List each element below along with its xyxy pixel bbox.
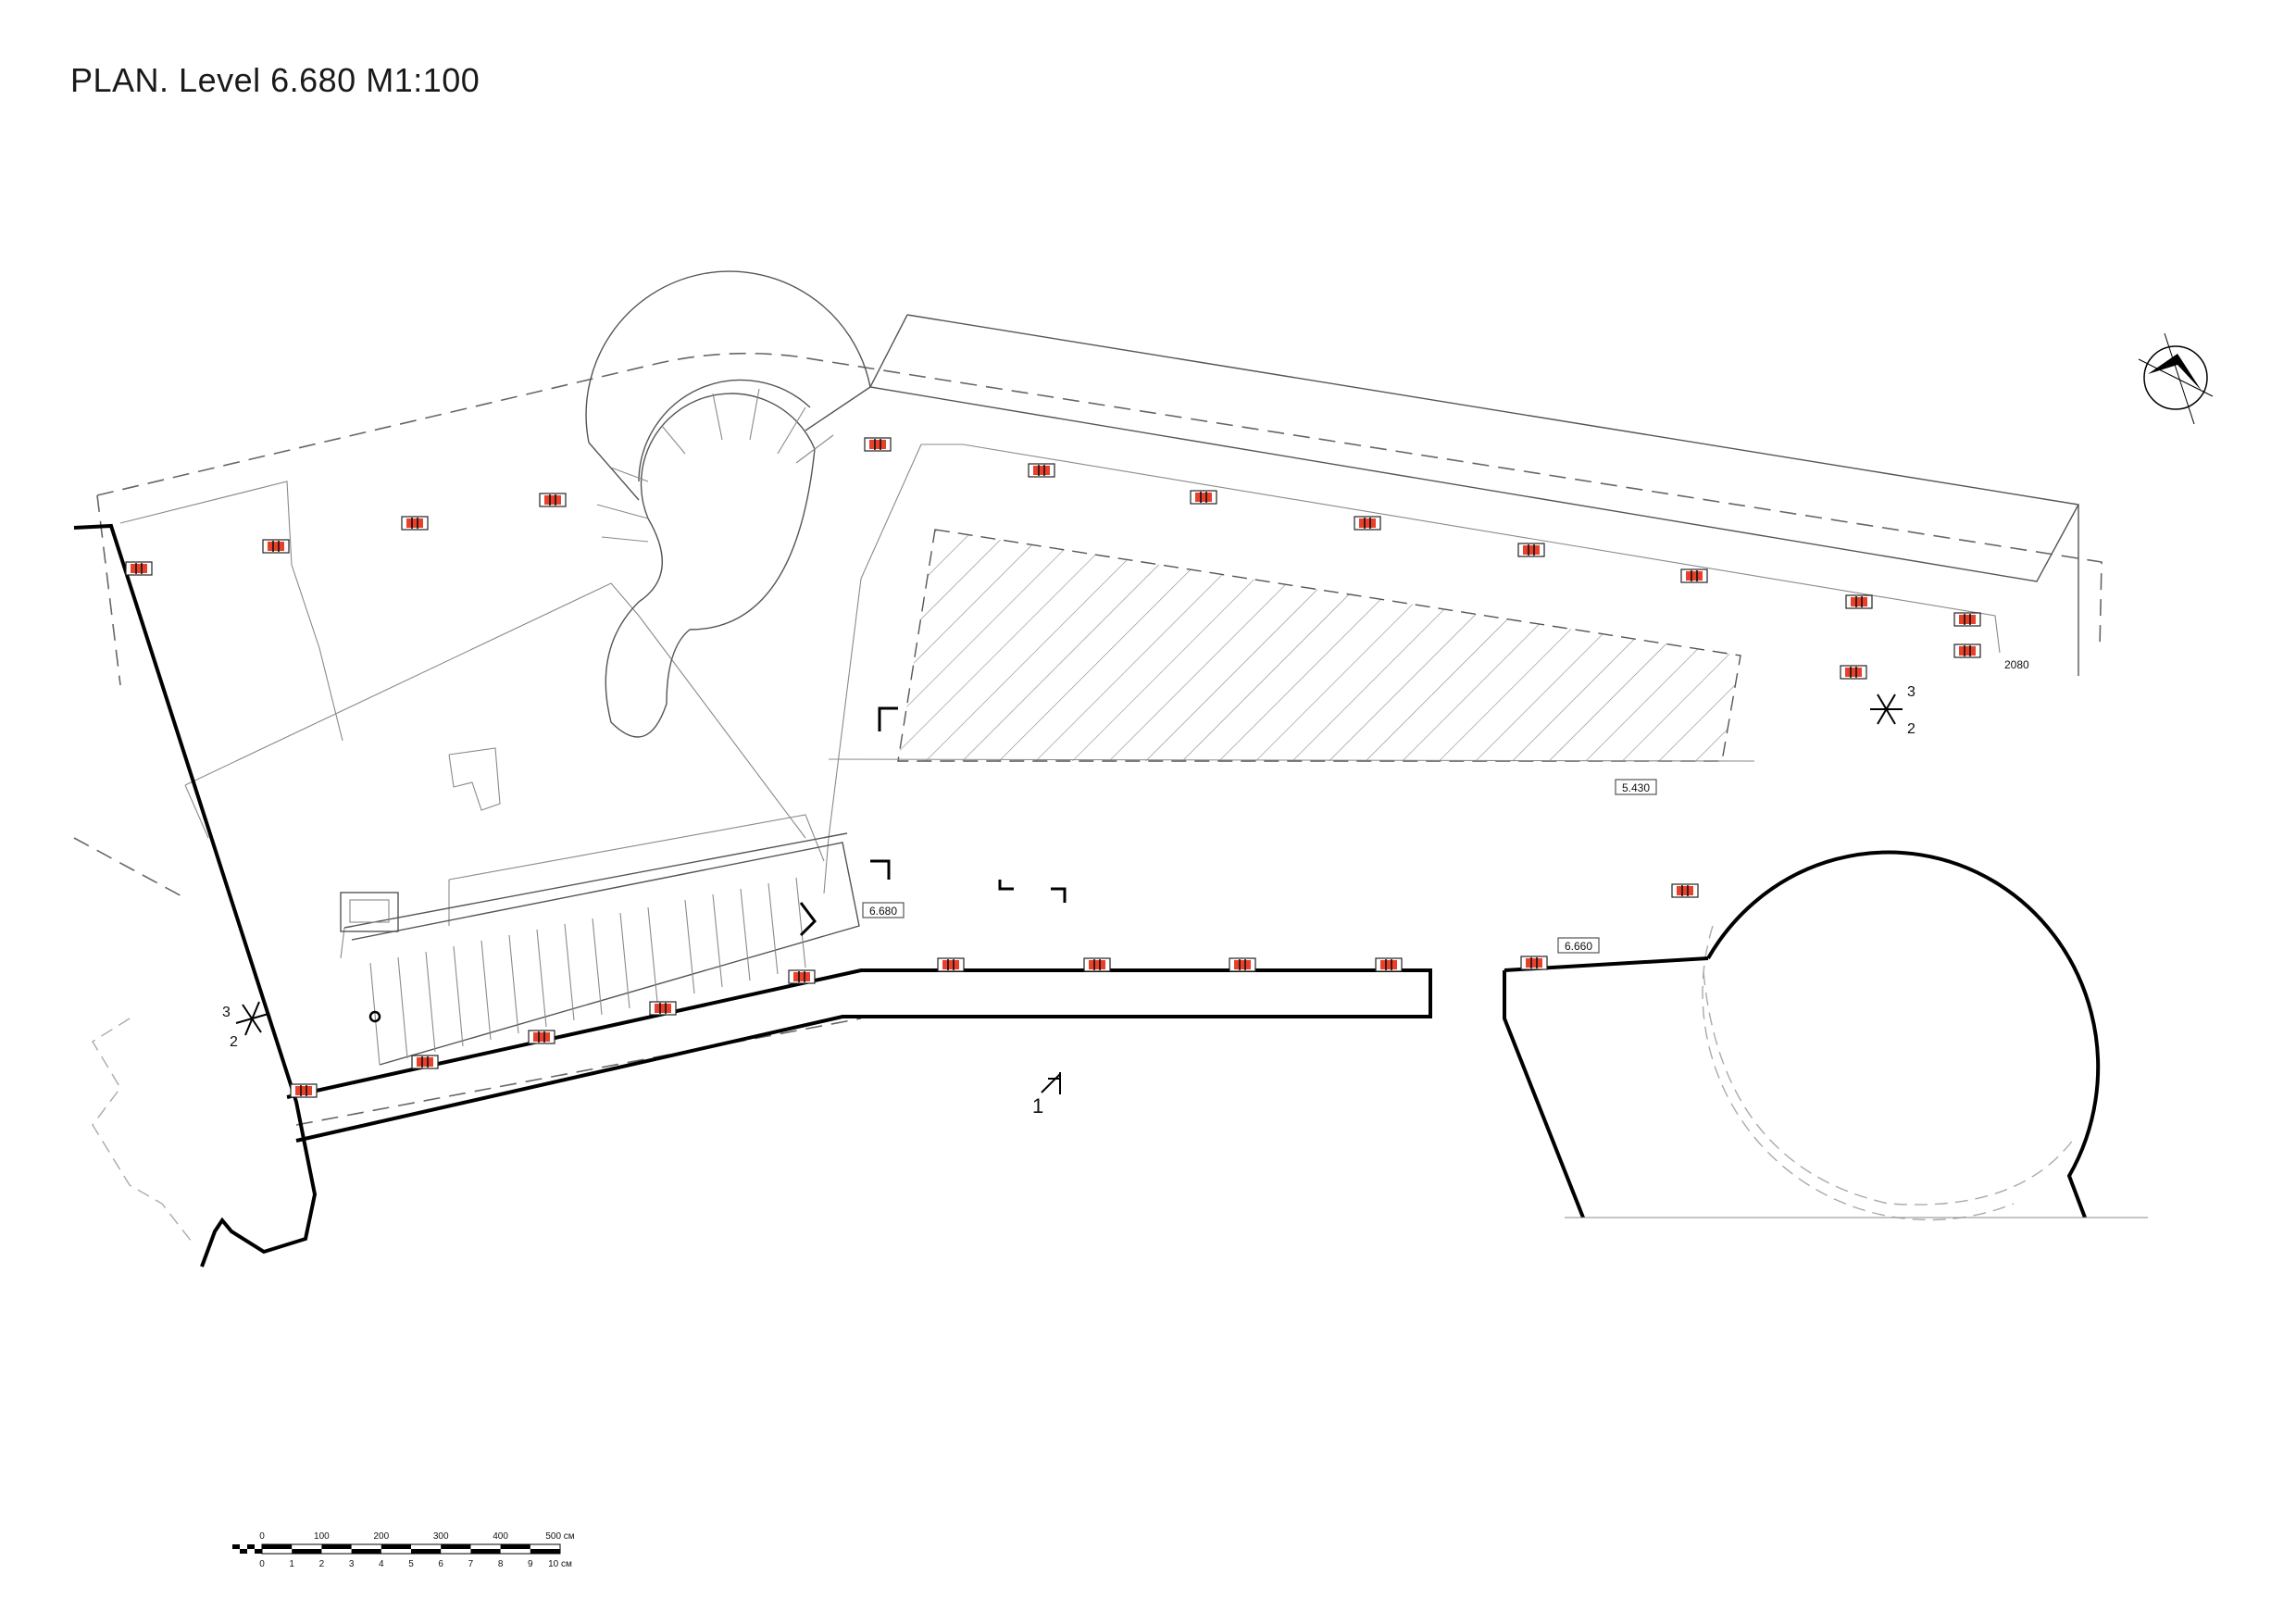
plan-title: PLAN. Level 6.680 M1:100 xyxy=(70,61,480,99)
scale-bar-top-label: 300 xyxy=(433,1531,449,1542)
light-fixture-icon xyxy=(788,969,816,984)
light-fixture-icon xyxy=(1517,543,1545,557)
light-fixture-icon xyxy=(1953,643,1981,658)
section-marker-west: 3 2 xyxy=(222,1001,269,1050)
level-tag-east: 6.660 xyxy=(1557,937,1600,954)
section-east-label-2: 2 xyxy=(1907,721,1915,737)
light-fixture-icon xyxy=(1953,612,1981,627)
light-fixture-icon xyxy=(1680,568,1708,583)
scale-bar-bottom-label: 1 xyxy=(289,1559,294,1569)
light-fixtures xyxy=(125,437,1981,1098)
section-marker-east: 3 2 xyxy=(1870,684,1915,737)
dimension-text: 2080 xyxy=(2004,658,2029,671)
scale-bar-subsegment xyxy=(247,1544,255,1549)
level-main-text: 6.680 xyxy=(869,905,897,918)
light-fixture-icon xyxy=(1375,957,1403,972)
spiral-stair-tower xyxy=(585,270,871,738)
light-fixture-icon xyxy=(1190,490,1217,505)
scale-bar-top-label: 400 xyxy=(493,1531,508,1542)
level-tag-lower: 5.430 xyxy=(1615,779,1657,795)
light-fixture-icon xyxy=(1229,957,1256,972)
scale-bar-segment xyxy=(262,1544,293,1549)
scale-bar-segment xyxy=(321,1544,352,1549)
light-fixture-icon xyxy=(539,493,567,507)
light-fixture-icon xyxy=(864,437,892,452)
roof-outline xyxy=(805,314,2079,894)
light-fixture-icon xyxy=(401,516,429,531)
light-fixture-icon xyxy=(1840,665,1867,680)
light-fixture-icon xyxy=(1520,956,1548,970)
scale-bar-bottom-label: 6 xyxy=(438,1559,443,1569)
scale-bar-bottom-label: 9 xyxy=(528,1559,533,1569)
scale-bar-bottom-label: 0 xyxy=(259,1559,265,1569)
section-east-label-3: 3 xyxy=(1907,684,1915,700)
light-fixture-icon xyxy=(1028,463,1055,478)
hatched-zone xyxy=(897,529,1741,762)
section-west-label-2: 2 xyxy=(230,1034,238,1050)
scale-bar-bottom-label: 5 xyxy=(408,1559,414,1569)
scale-bar-segment xyxy=(351,1549,381,1554)
scale-bar-top-label: 0 xyxy=(259,1531,265,1542)
level-lower-text: 5.430 xyxy=(1622,781,1650,794)
scale-bar-bottom-label: 4 xyxy=(379,1559,384,1569)
scale-bar-subsegment xyxy=(232,1544,240,1549)
section-1-label: 1 xyxy=(1032,1094,1043,1118)
north-arrow-icon xyxy=(2138,332,2214,425)
scale-bar-top-label: 200 xyxy=(373,1531,389,1542)
scale-bar-subsegment xyxy=(255,1549,262,1554)
light-fixture-icon xyxy=(125,561,153,576)
scale-bar-segment xyxy=(292,1549,322,1554)
section-marker-1: 1 xyxy=(1032,1072,1061,1118)
scale-bar-bottom-label: 2 xyxy=(319,1559,325,1569)
scale-bar-segment xyxy=(441,1544,471,1549)
level-tag-main: 6.680 xyxy=(862,902,905,918)
scale-bar-bottom-label: 10 см xyxy=(548,1559,572,1569)
scale-bar-segment xyxy=(381,1544,411,1549)
light-fixture-icon xyxy=(1845,594,1873,609)
light-fixture-icon xyxy=(262,539,290,554)
light-fixture-icon xyxy=(937,957,965,972)
scale-bar-segment xyxy=(500,1544,530,1549)
light-fixture-icon xyxy=(1671,883,1699,898)
structural-walls xyxy=(73,523,2101,1268)
scale-bar-bottom-label: 8 xyxy=(498,1559,504,1569)
light-fixture-icon xyxy=(649,1001,677,1016)
external-stair xyxy=(340,832,860,1066)
scale-bar-segment xyxy=(530,1549,560,1554)
light-fixture-icon xyxy=(411,1055,439,1069)
scale-bar-bottom-label: 3 xyxy=(349,1559,355,1569)
level-east-text: 6.660 xyxy=(1565,940,1592,953)
light-fixture-icon xyxy=(528,1030,555,1044)
corner-marks xyxy=(799,706,1067,937)
scale-bar-bottom-label: 7 xyxy=(468,1559,474,1569)
light-fixture-icon xyxy=(1354,516,1381,531)
scale-bar-segment xyxy=(411,1549,442,1554)
section-west-label-3: 3 xyxy=(222,1005,231,1020)
light-fixture-icon xyxy=(1083,957,1111,972)
light-fixture-icon xyxy=(290,1083,318,1098)
site-boundary xyxy=(73,352,2103,1246)
interior-lines xyxy=(119,481,1755,926)
scale-bar: 0 100 200 300 400 500 см 0 1 2 3 4 5 6 7 8 9 10 см xyxy=(232,1531,575,1569)
scale-bar-top-label: 100 xyxy=(314,1531,330,1542)
scale-bar-top-label: 500 см xyxy=(545,1531,574,1542)
scale-bar-segment xyxy=(470,1549,501,1554)
scale-bar-subsegment xyxy=(240,1549,247,1554)
